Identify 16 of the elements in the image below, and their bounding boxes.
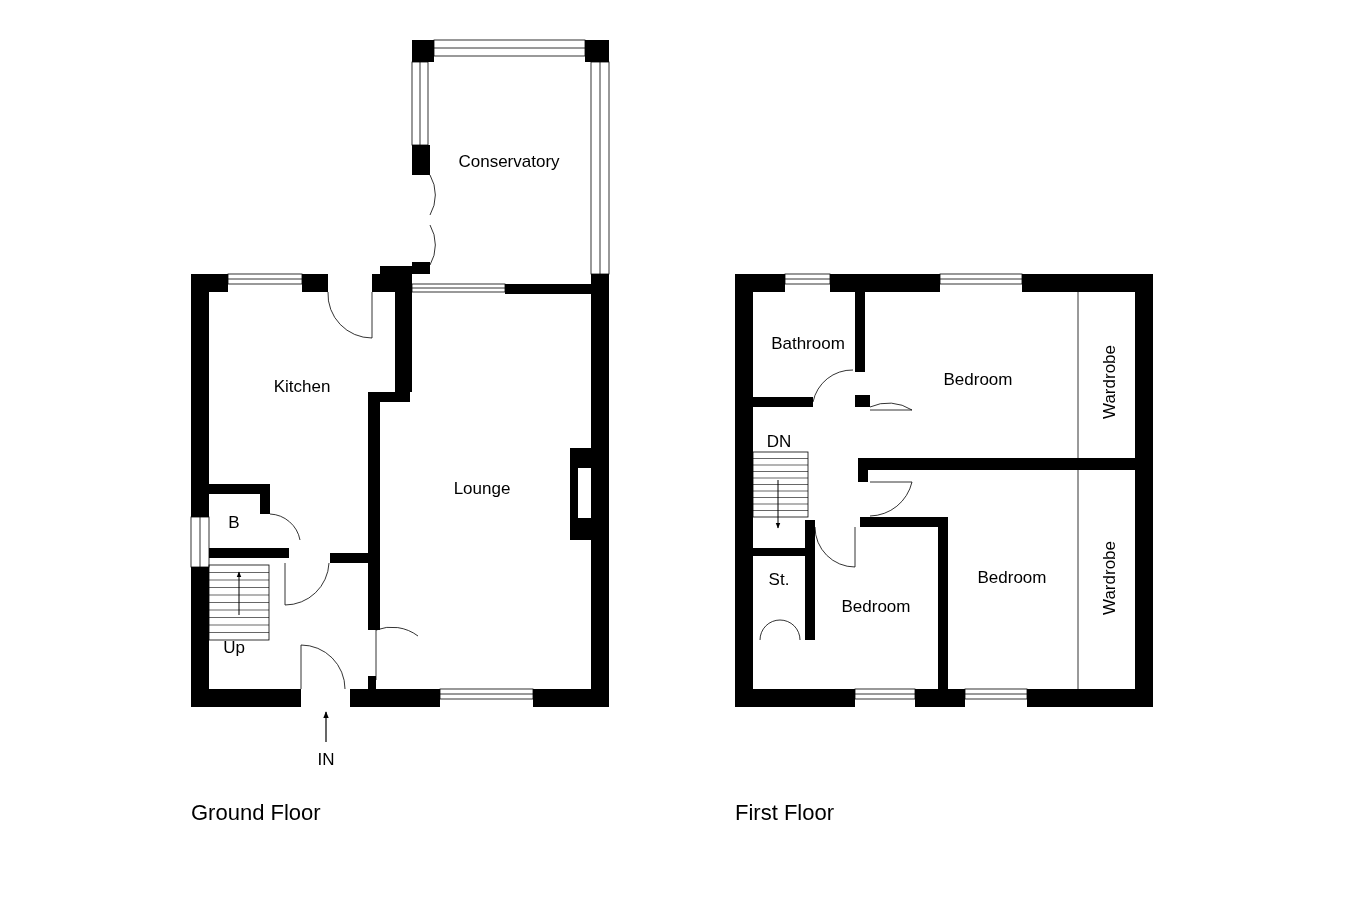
room-label: Bedroom — [841, 597, 911, 617]
room-label: Wardrobe — [1100, 541, 1120, 615]
room-label: Conservatory — [458, 152, 560, 172]
room-label: B — [228, 513, 240, 533]
room-label: Kitchen — [273, 377, 331, 397]
room-label: Lounge — [453, 479, 511, 499]
floor-title: Ground Floor — [191, 800, 321, 826]
room-label: Bedroom — [943, 370, 1013, 390]
room-label: Wardrobe — [1100, 345, 1120, 419]
room-label: Bathroom — [771, 334, 845, 354]
room-label: Bedroom — [977, 568, 1047, 588]
stair-label: DN — [766, 432, 792, 452]
entrance-label: IN — [317, 750, 335, 770]
floor-title: First Floor — [735, 800, 834, 826]
room-label: St. — [768, 570, 790, 590]
stair-label: Up — [223, 638, 245, 658]
